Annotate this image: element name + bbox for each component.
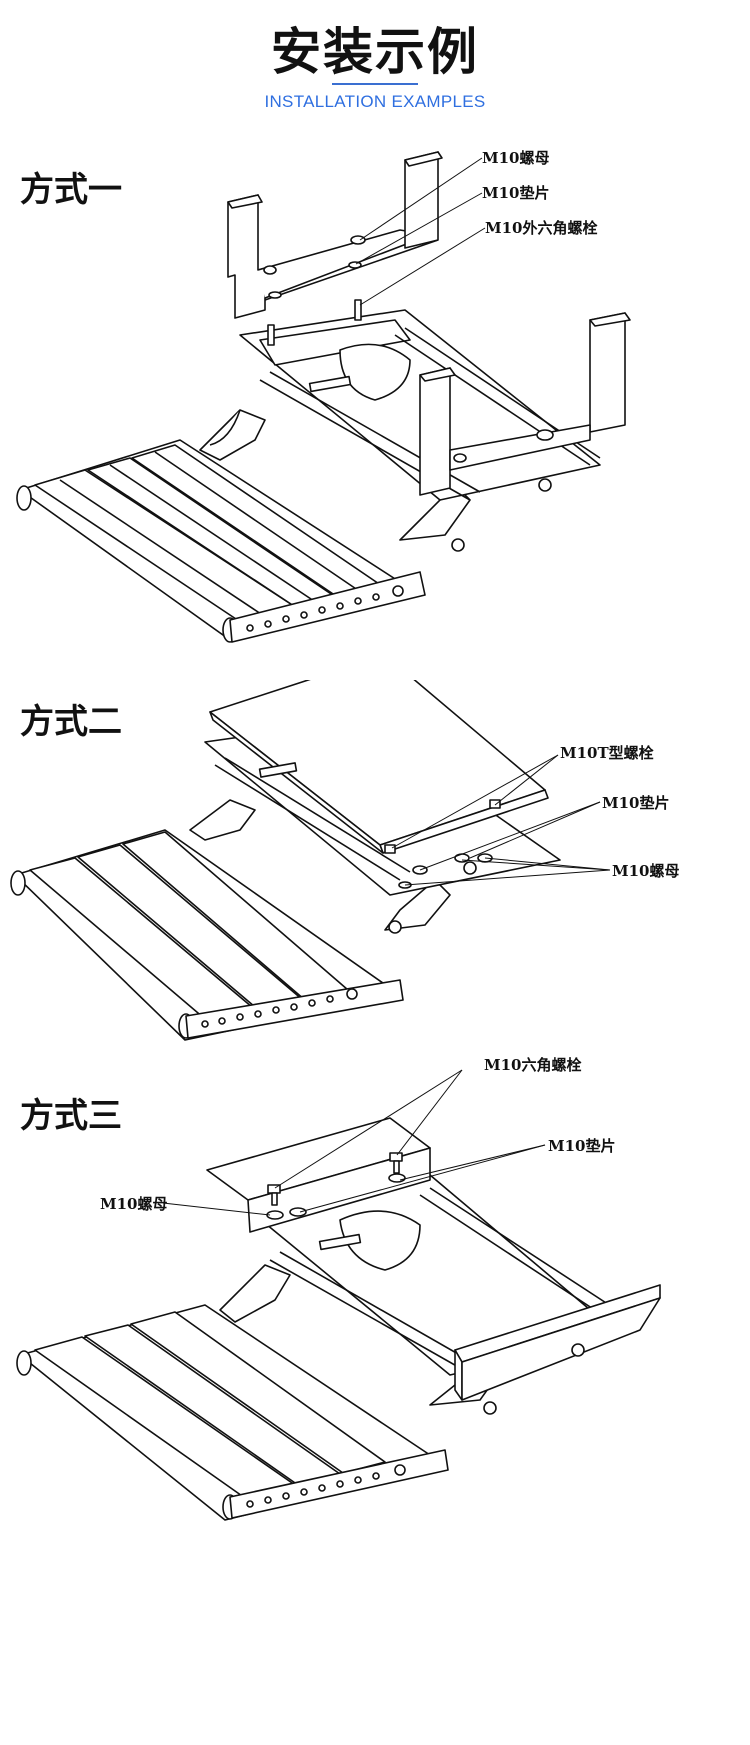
page-title: 安装示例: [271, 23, 479, 81]
left-u-channel: [227, 151, 443, 319]
method-1-label: 方式一: [20, 170, 122, 210]
method-2-label: 方式二: [20, 702, 122, 742]
right-angle-bracket: [454, 1284, 661, 1401]
callout-m10-washer: M10垫片: [482, 184, 550, 202]
bolt-hardware: [263, 235, 554, 552]
page-header: 安装示例 INSTALLATION EXAMPLES: [0, 0, 750, 130]
method-1-section: 方式一: [0, 140, 750, 680]
callout-m10-hex-bolt: M10六角螺栓: [484, 1056, 582, 1074]
callout-leaders: [391, 754, 611, 886]
method-3-label: 方式三: [20, 1096, 122, 1136]
callout-m10-washer: M10垫片: [602, 794, 670, 812]
tray-plate: [209, 680, 549, 854]
page-subtitle: INSTALLATION EXAMPLES: [264, 92, 486, 111]
callout-m10-nut: M10螺母: [100, 1195, 168, 1213]
callout-leaders: [355, 157, 486, 306]
method-3-drawing: [16, 1069, 661, 1521]
method-3-section: 方式三: [0, 1056, 750, 1745]
right-u-channel: [419, 312, 631, 496]
callout-leaders: [162, 1069, 546, 1216]
callout-m10-nut: M10螺母: [612, 862, 680, 880]
callout-m10-washer: M10垫片: [548, 1137, 616, 1155]
front-rail-holes: [246, 585, 404, 632]
method-1-drawing: [16, 151, 631, 643]
bolt-hardware: [266, 1152, 585, 1415]
method-2-drawing: [10, 680, 611, 1041]
callout-m10-hex-bolt: M10外六角螺栓: [485, 219, 598, 237]
callout-m10-t-bolt: M10T型螺栓: [560, 744, 654, 762]
title-underline: [332, 83, 418, 85]
callout-m10-nut: M10螺母: [482, 149, 550, 167]
step-treads: [16, 439, 426, 643]
method-2-section: 方式二: [0, 680, 750, 1060]
